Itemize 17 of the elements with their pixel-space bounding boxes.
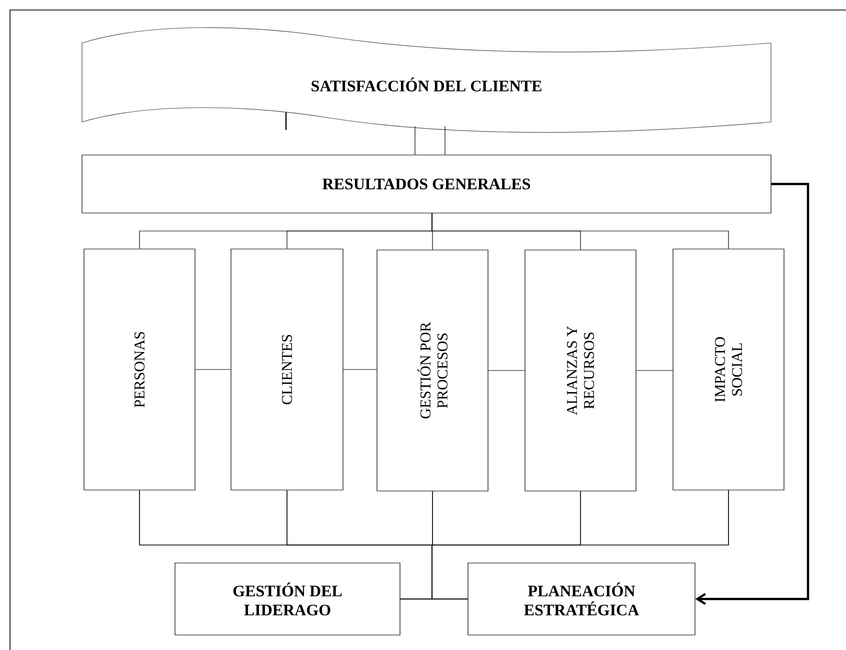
- process-box: RESULTADOS GENERALES: [82, 154, 772, 214]
- connector: [488, 370, 525, 371]
- vertical-box: GESTIÓN POR PROCESOS: [376, 250, 488, 492]
- vertical-box: CLIENTES: [230, 248, 344, 490]
- connector: [195, 369, 231, 370]
- process-box: PLANEACIÓN ESTRATÉGICA: [468, 562, 696, 636]
- vertical-box: IMPACTO SOCIAL: [672, 248, 784, 490]
- connector: [343, 369, 377, 370]
- vertical-box: ALIANZAS Y RECURSOS: [524, 250, 636, 492]
- connector: [695, 182, 810, 605]
- vertical-box: PERSONAS: [84, 248, 196, 490]
- process-box: GESTIÓN DEL LIDERAGO: [174, 562, 400, 636]
- connector: [414, 126, 416, 155]
- banner: SATISFACCIÓN DEL CLIENTE: [82, 27, 772, 133]
- connector: [432, 213, 729, 249]
- connector: [636, 370, 673, 371]
- connector: [444, 126, 446, 155]
